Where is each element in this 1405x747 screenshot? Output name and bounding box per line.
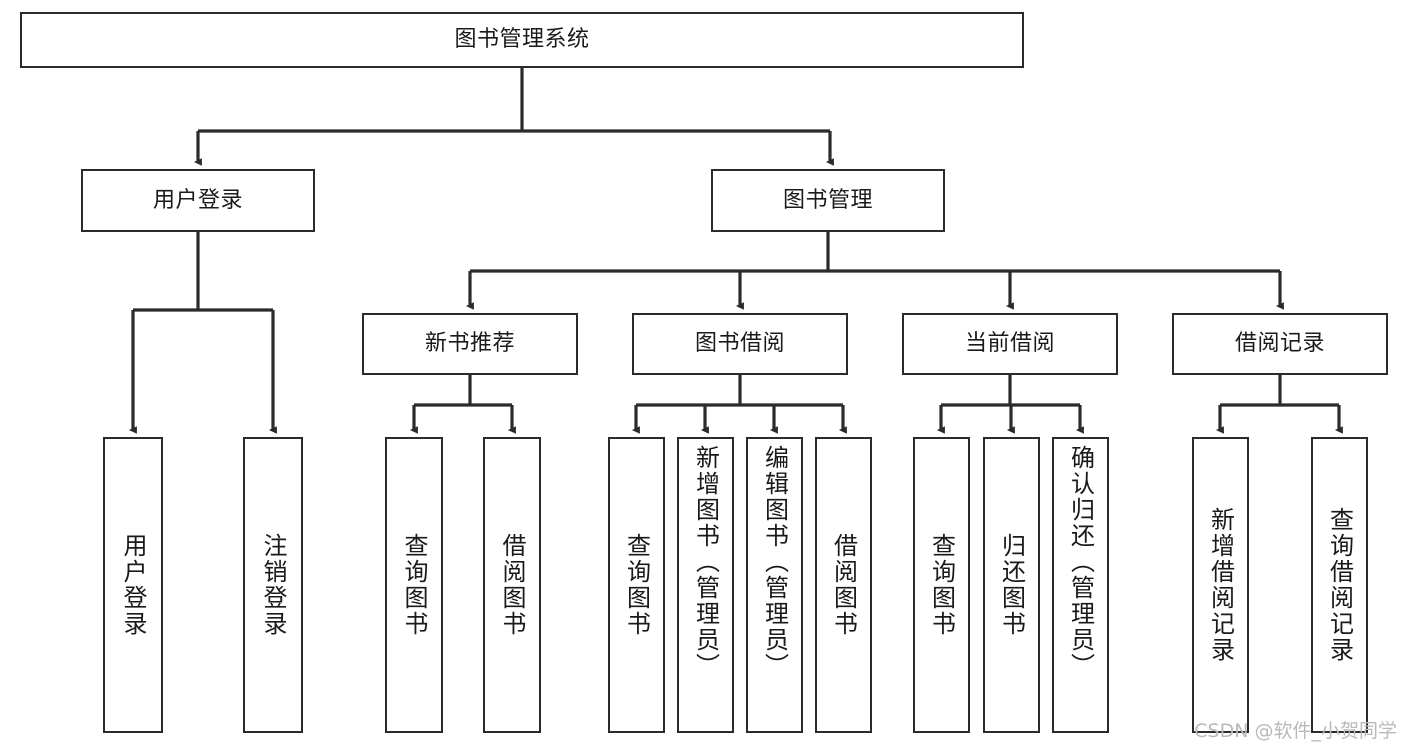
node-current-borrow[interactable]: 当前借阅 bbox=[902, 313, 1118, 375]
node-leaf-edit-book-label: 编辑图书（管理员） bbox=[760, 445, 789, 679]
node-book-borrow[interactable]: 图书借阅 bbox=[632, 313, 848, 375]
node-user-login-label: 用户登录 bbox=[152, 187, 243, 213]
node-root-label: 图书管理系统 bbox=[454, 27, 590, 53]
node-root[interactable]: 图书管理系统 bbox=[20, 12, 1024, 68]
node-leaf-query-record[interactable]: 查询借阅记录 bbox=[1311, 437, 1368, 733]
node-leaf-user-login[interactable]: 用户登录 bbox=[103, 437, 163, 733]
node-user-login[interactable]: 用户登录 bbox=[81, 169, 315, 232]
node-leaf-user-login-label: 用户登录 bbox=[119, 533, 147, 637]
node-borrow-record[interactable]: 借阅记录 bbox=[1172, 313, 1388, 375]
node-leaf-add-record-label: 新增借阅记录 bbox=[1206, 507, 1235, 663]
node-book-borrow-label: 图书借阅 bbox=[694, 331, 785, 357]
node-leaf-confirm-return-label: 确认归还（管理员） bbox=[1066, 445, 1095, 679]
node-leaf-query-book-3-label: 查询图书 bbox=[927, 533, 956, 637]
node-book-manage-label: 图书管理 bbox=[782, 187, 873, 213]
node-new-book-rec-label: 新书推荐 bbox=[424, 331, 515, 357]
node-new-book-rec[interactable]: 新书推荐 bbox=[362, 313, 578, 375]
node-leaf-confirm-return[interactable]: 确认归还（管理员） bbox=[1052, 437, 1109, 733]
node-leaf-borrow-book-2-label: 借阅图书 bbox=[829, 533, 858, 637]
node-leaf-query-book-2-label: 查询图书 bbox=[622, 533, 651, 637]
node-leaf-return-book-label: 归还图书 bbox=[997, 533, 1026, 637]
node-leaf-add-book[interactable]: 新增图书（管理员） bbox=[677, 437, 734, 733]
node-leaf-user-logout-label: 注销登录 bbox=[259, 533, 287, 637]
node-leaf-add-record[interactable]: 新增借阅记录 bbox=[1192, 437, 1249, 733]
watermark-text: CSDN @软件_小贺同学 bbox=[1194, 720, 1397, 742]
node-book-manage[interactable]: 图书管理 bbox=[711, 169, 945, 232]
node-leaf-borrow-book-1[interactable]: 借阅图书 bbox=[483, 437, 541, 733]
node-leaf-borrow-book-1-label: 借阅图书 bbox=[498, 533, 526, 637]
node-leaf-query-book-3[interactable]: 查询图书 bbox=[913, 437, 970, 733]
node-leaf-query-book-1-label: 查询图书 bbox=[400, 533, 428, 637]
node-leaf-borrow-book-2[interactable]: 借阅图书 bbox=[815, 437, 872, 733]
node-current-borrow-label: 当前借阅 bbox=[964, 331, 1055, 357]
node-borrow-record-label: 借阅记录 bbox=[1234, 331, 1325, 357]
node-leaf-edit-book[interactable]: 编辑图书（管理员） bbox=[746, 437, 803, 733]
node-leaf-add-book-label: 新增图书（管理员） bbox=[691, 445, 720, 679]
node-leaf-query-book-1[interactable]: 查询图书 bbox=[385, 437, 443, 733]
node-leaf-user-logout[interactable]: 注销登录 bbox=[243, 437, 303, 733]
node-leaf-query-book-2[interactable]: 查询图书 bbox=[608, 437, 665, 733]
node-leaf-query-record-label: 查询借阅记录 bbox=[1325, 507, 1354, 663]
node-leaf-return-book[interactable]: 归还图书 bbox=[983, 437, 1040, 733]
